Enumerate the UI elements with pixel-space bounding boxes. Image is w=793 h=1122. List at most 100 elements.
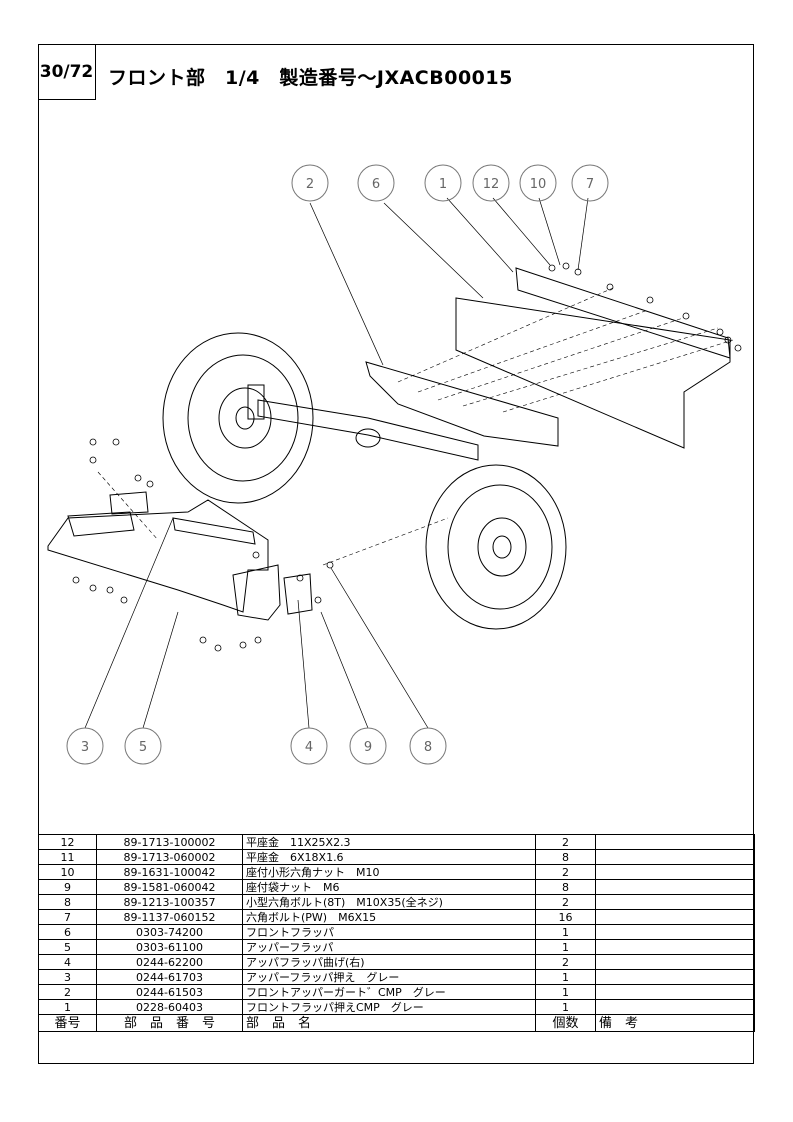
svg-text:7: 7	[586, 177, 594, 192]
quantity-cell: 2	[535, 864, 596, 880]
flapper-retainer-strip	[515, 267, 731, 359]
part-name-cell: アッパフラッパ曲げ(右)	[242, 954, 536, 970]
part-number-cell: 10	[38, 864, 97, 880]
remarks-cell	[595, 939, 755, 955]
remarks-cell	[595, 924, 755, 940]
flapper-bend-bracket-right	[232, 564, 281, 621]
header-code: 部 品 番 号	[96, 1014, 243, 1032]
svg-text:6: 6	[372, 177, 380, 192]
callout-4: 4	[290, 727, 328, 765]
callout-9: 9	[349, 727, 387, 765]
part-code-cell: 0303-74200	[96, 924, 243, 940]
callout-5: 5	[124, 727, 162, 765]
part-name-cell: アッパーフラッパ押え グレー	[242, 969, 536, 985]
callout-6: 6	[357, 164, 395, 202]
callout-10: 10	[519, 164, 557, 202]
quantity-cell: 1	[535, 969, 596, 985]
remarks-cell	[595, 879, 755, 895]
remarks-cell	[595, 984, 755, 1000]
flapper-retainer-bar	[172, 517, 256, 545]
svg-text:12: 12	[483, 177, 500, 192]
remarks-cell	[595, 909, 755, 925]
remarks-cell	[595, 834, 755, 850]
part-number-cell: 5	[38, 939, 97, 955]
callout-12: 12	[472, 164, 510, 202]
quantity-cell: 1	[535, 984, 596, 1000]
callout-8: 8	[409, 727, 447, 765]
header-qty: 個数	[535, 1014, 596, 1032]
part-code-cell: 0244-61503	[96, 984, 243, 1000]
part-code-cell: 0228-60403	[96, 999, 243, 1015]
exploded-parts-diagram: 2 6 1 12 10 7 3 5 4 9 8	[47, 164, 742, 765]
quantity-cell: 2	[535, 954, 596, 970]
quantity-cell: 2	[535, 894, 596, 910]
svg-text:4: 4	[305, 740, 313, 755]
header-remarks: 備 考	[595, 1014, 755, 1032]
part-name-cell: 六角ボルト(PW) M6X15	[242, 909, 536, 925]
svg-text:5: 5	[139, 740, 147, 755]
upper-flapper-sheet	[47, 499, 269, 613]
part-number-cell: 12	[38, 834, 97, 850]
left-wheel	[162, 332, 314, 504]
svg-text:10: 10	[530, 177, 547, 192]
flapper-retainer-left	[109, 491, 149, 515]
flapper-bend-bracket-left	[67, 511, 135, 537]
quantity-cell: 8	[535, 879, 596, 895]
part-code-cell: 0244-61703	[96, 969, 243, 985]
quantity-cell: 1	[535, 999, 596, 1015]
callout-circles: 2 6 1 12 10 7 3 5 4 9 8	[66, 164, 609, 765]
header-no: 番号	[38, 1014, 97, 1032]
part-number-cell: 3	[38, 969, 97, 985]
part-number-cell: 9	[38, 879, 97, 895]
part-name-cell: フロントアッパーガート゛CMP グレー	[242, 984, 536, 1000]
svg-text:8: 8	[424, 740, 432, 755]
page-number: 30/72	[38, 44, 96, 100]
page-frame	[38, 44, 754, 1064]
part-name-cell: 座付小形六角ナット M10	[242, 864, 536, 880]
part-number-cell: 2	[38, 984, 97, 1000]
part-code-cell: 0244-62200	[96, 954, 243, 970]
leader-lines	[84, 197, 589, 729]
quantity-cell: 8	[535, 849, 596, 865]
svg-text:9: 9	[364, 740, 372, 755]
part-code-cell: 0303-61100	[96, 939, 243, 955]
part-name-cell: 座付袋ナット M6	[242, 879, 536, 895]
part-code-cell: 89-1713-100002	[96, 834, 243, 850]
remarks-cell	[595, 849, 755, 865]
axle-frame	[247, 384, 479, 461]
part-code-cell: 89-1581-060042	[96, 879, 243, 895]
callout-7: 7	[571, 164, 609, 202]
part-number-cell: 1	[38, 999, 97, 1015]
front-upper-guard	[365, 361, 559, 447]
part-number-cell: 4	[38, 954, 97, 970]
quantity-cell: 16	[535, 909, 596, 925]
remarks-cell	[595, 954, 755, 970]
fasteners	[72, 262, 742, 652]
svg-text:1: 1	[439, 177, 447, 192]
remarks-cell	[595, 864, 755, 880]
callout-2: 2	[291, 164, 329, 202]
quantity-cell: 2	[535, 834, 596, 850]
part-name-cell: 小型六角ボルト(8T) M10X35(全ネジ)	[242, 894, 536, 910]
remarks-cell	[595, 894, 755, 910]
part-number-cell: 11	[38, 849, 97, 865]
quantity-cell: 1	[535, 924, 596, 940]
part-name-cell: 平座金 6X18X1.6	[242, 849, 536, 865]
part-number-cell: 6	[38, 924, 97, 940]
part-code-cell: 89-1213-100357	[96, 894, 243, 910]
part-number-cell: 7	[38, 909, 97, 925]
part-name-cell: アッパーフラッパ	[242, 939, 536, 955]
page-title: フロント部 1/4 製造番号～JXACB00015	[108, 67, 513, 89]
bolt-alignment-lines	[97, 287, 734, 566]
